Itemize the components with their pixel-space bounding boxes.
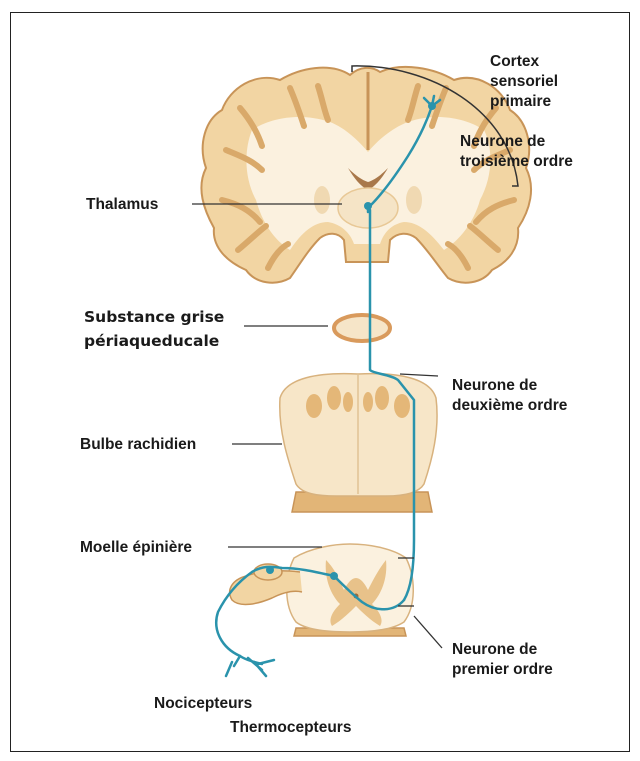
- label-receptors: Nocicepteurs Thermocepteurs: [154, 695, 351, 736]
- label-second-order-neuron: Neurone de deuxième ordre: [452, 377, 568, 414]
- label-spinal-cord: Moelle épinière: [80, 539, 192, 556]
- spinal-cord-section: [230, 544, 414, 636]
- label-thalamus: Thalamus: [86, 196, 158, 213]
- label-cortex: Cortex sensoriel primaire: [490, 53, 562, 110]
- pag-ring: [334, 315, 390, 341]
- brain-section: [201, 66, 531, 283]
- label-periaqueductal-gray: Substance grise périaqueducale: [84, 308, 230, 350]
- label-first-order-neuron: Neurone de premier ordre: [452, 641, 553, 678]
- label-medulla: Bulbe rachidien: [80, 436, 196, 453]
